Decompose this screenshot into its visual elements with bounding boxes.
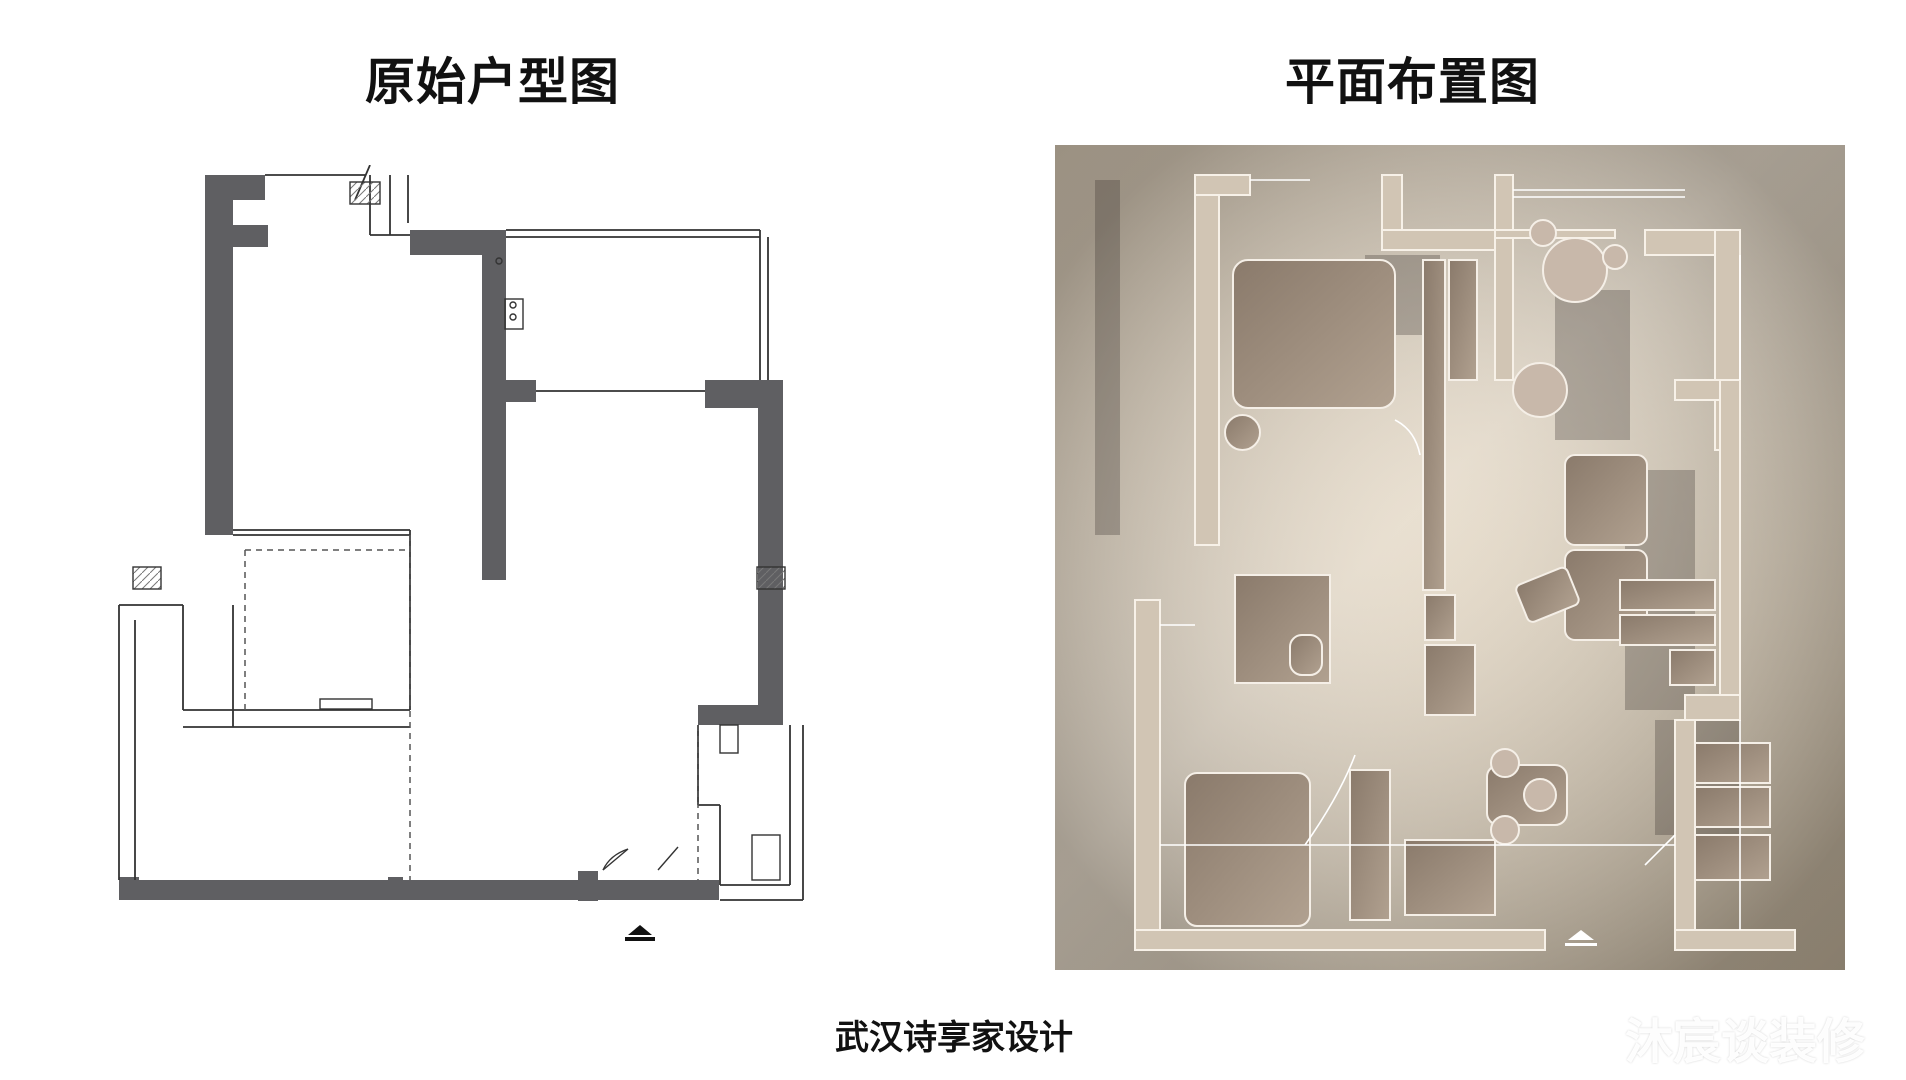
- layout-window-lines: [1160, 179, 1741, 930]
- original-fixtures: [132, 181, 786, 881]
- entrance-marker: [625, 925, 655, 941]
- layout-round-furniture: [1490, 219, 1628, 845]
- original-dashed-lines: [244, 535, 699, 880]
- layout-plan-title: 平面布置图: [1285, 53, 1540, 111]
- original-walls: [119, 175, 783, 901]
- original-plan-title: 原始户型图: [365, 53, 620, 111]
- entrance-marker-layout: [1565, 930, 1597, 946]
- design-company-footer: 武汉诗享家设计: [835, 1018, 1073, 1058]
- layout-floor-plan: [1055, 145, 1845, 970]
- original-floor-plan: [118, 165, 804, 941]
- original-thin-lines: [118, 165, 804, 901]
- layout-furniture: [1184, 259, 1771, 927]
- watermark-text: 沐宸谈装修: [1625, 1014, 1866, 1070]
